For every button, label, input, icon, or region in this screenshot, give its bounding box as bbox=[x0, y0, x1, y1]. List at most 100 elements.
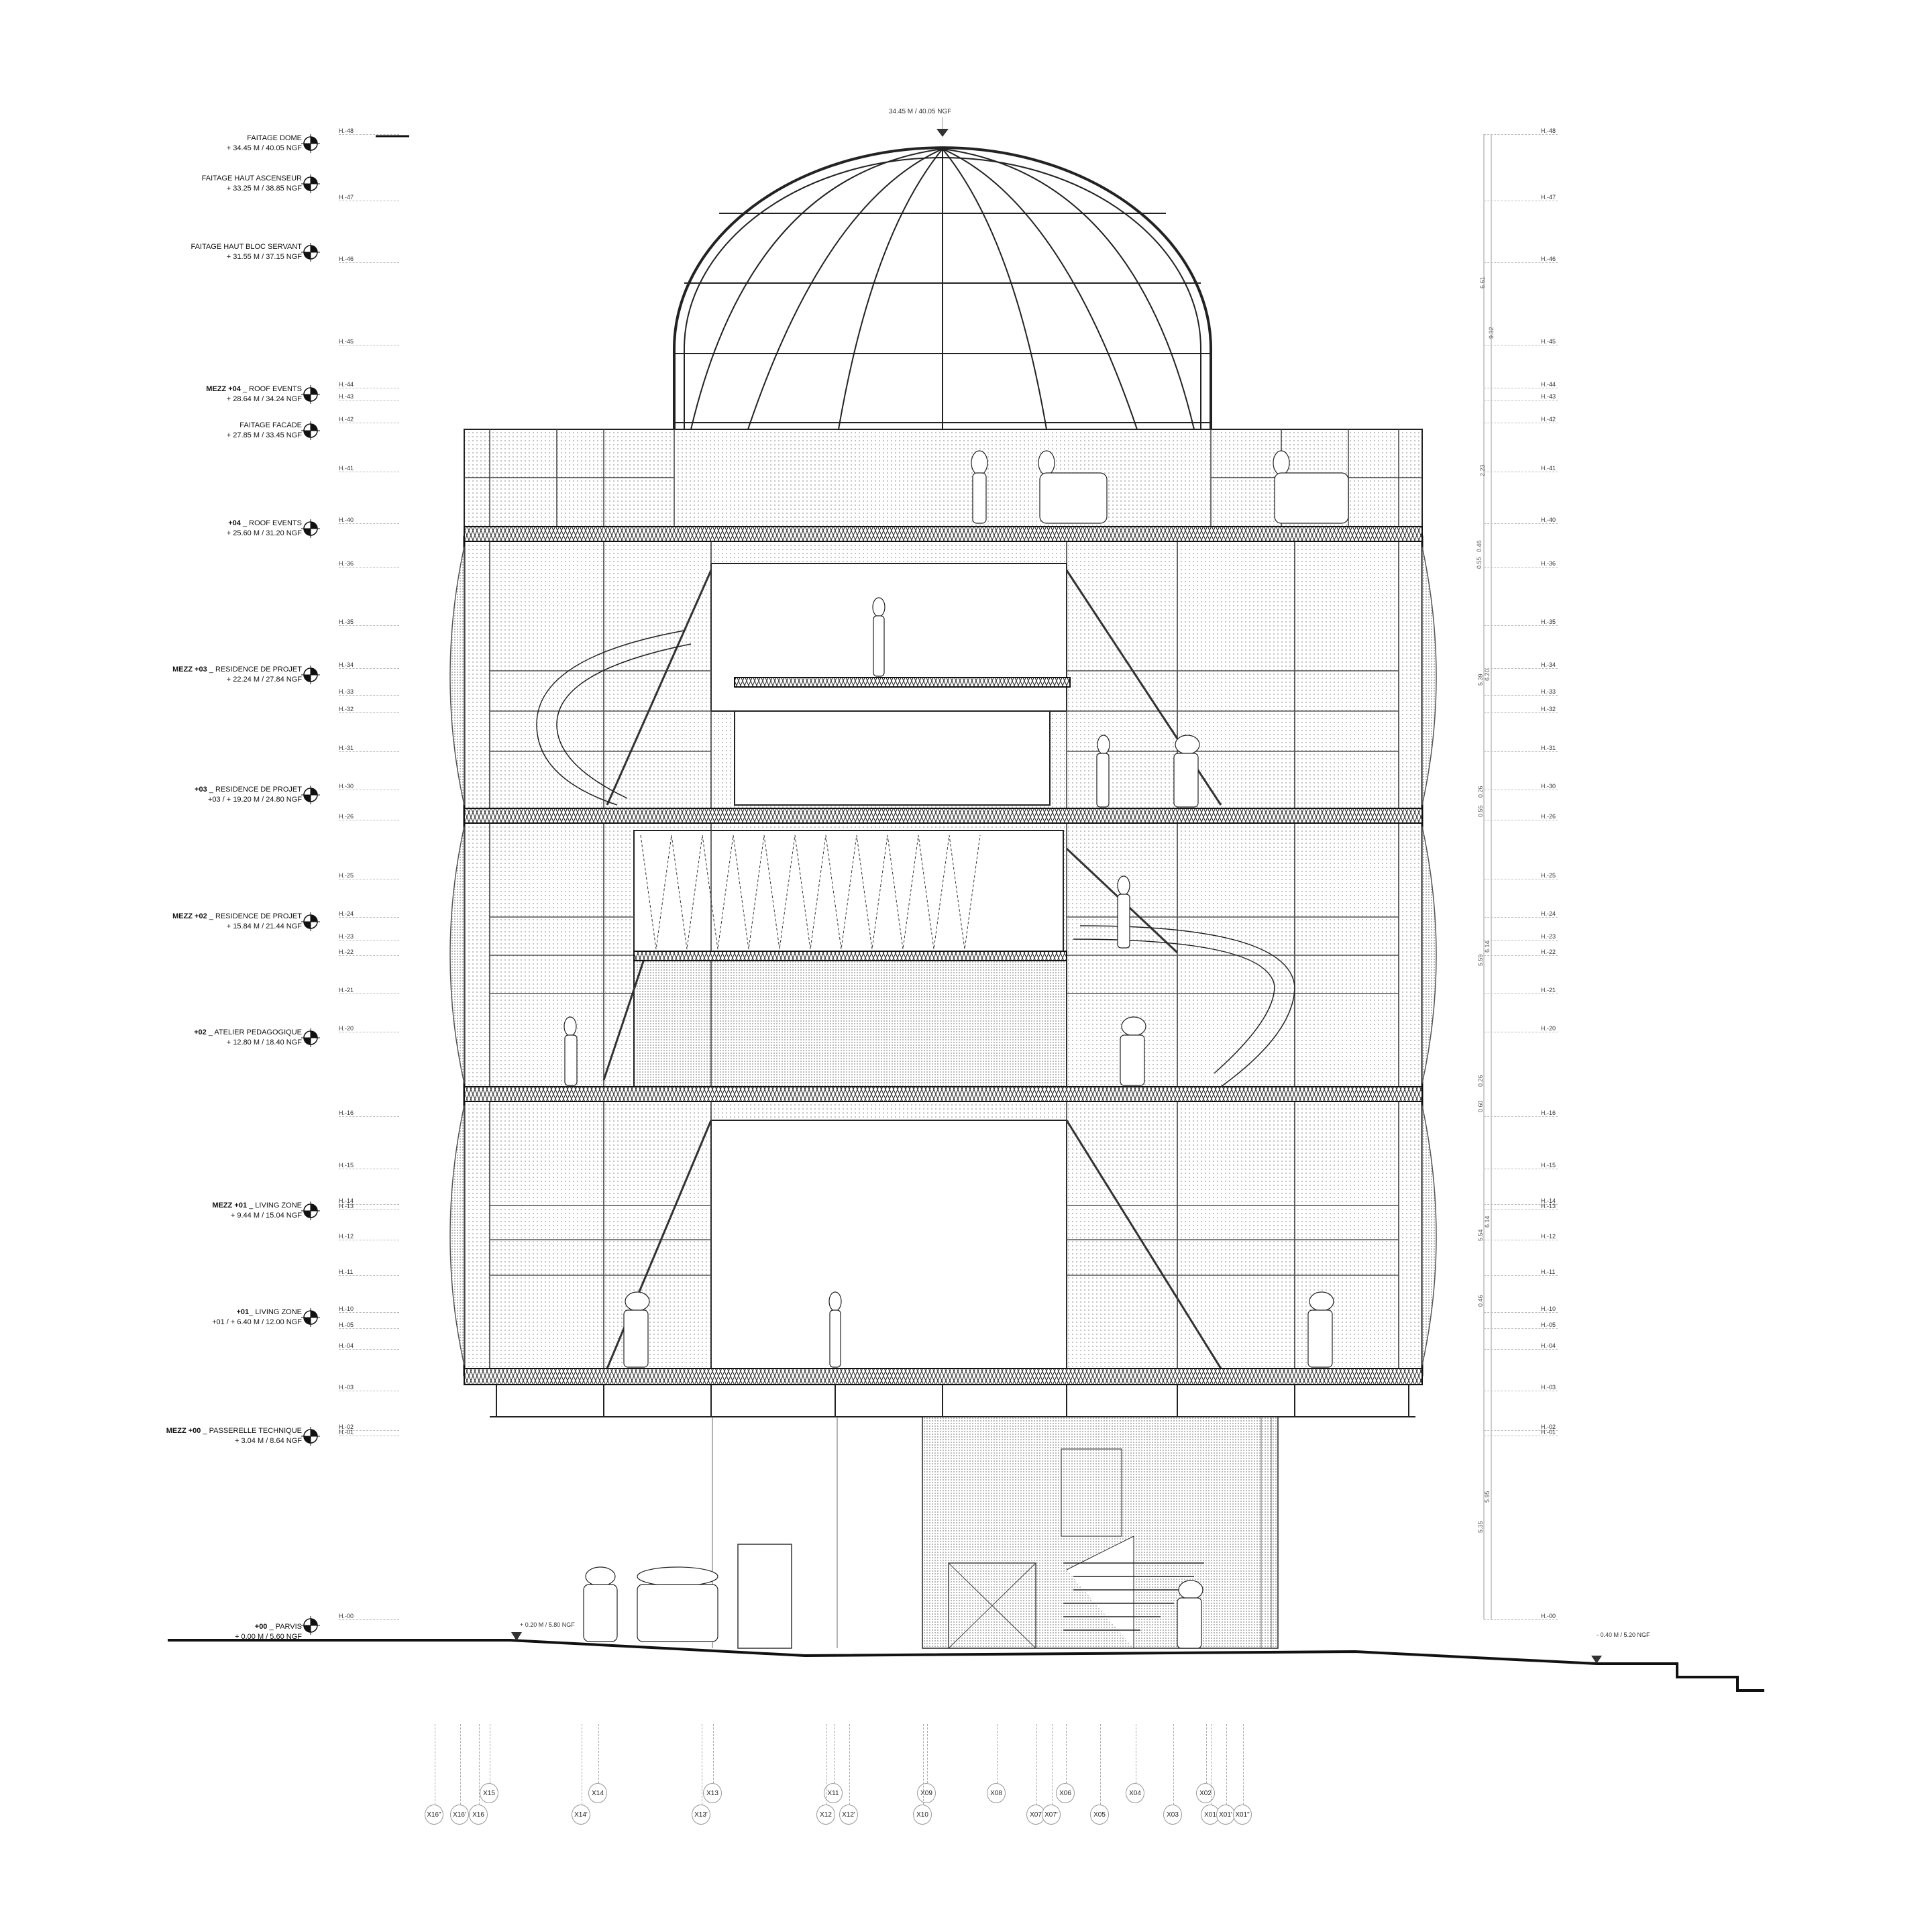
grid-axis-bubble: X12' bbox=[839, 1805, 858, 1825]
grid-axis-line bbox=[1100, 1724, 1101, 1805]
height-mark-left: H.-46 bbox=[339, 256, 354, 262]
height-mark-line bbox=[1484, 695, 1558, 696]
height-mark-left: H.-15 bbox=[339, 1162, 354, 1169]
height-mark-line bbox=[339, 1204, 399, 1205]
grid-axis-line bbox=[923, 1724, 924, 1805]
ground-left-note: + 0.20 M / 5.80 NGF bbox=[520, 1621, 575, 1628]
height-mark-right: H.-34 bbox=[1541, 661, 1556, 668]
grid-axis-line bbox=[997, 1724, 998, 1783]
height-mark-right: H.-26 bbox=[1541, 813, 1556, 820]
height-mark-right: H.-35 bbox=[1541, 619, 1556, 625]
dimension-value: 0.55 bbox=[1477, 805, 1484, 817]
height-mark-left: H.-13 bbox=[339, 1203, 354, 1210]
height-mark-right: H.-15 bbox=[1541, 1162, 1556, 1169]
level-label-faitage-ascenseur: FAITAGE HAUT ASCENSEUR + 33.25 M / 38.85… bbox=[201, 174, 302, 193]
grid-axis-bubble: X10 bbox=[913, 1805, 932, 1825]
grid-axis-line bbox=[1243, 1724, 1244, 1805]
grid-axis-line bbox=[849, 1724, 850, 1805]
height-mark-left: H.-11 bbox=[339, 1269, 354, 1275]
height-mark-left: H.-40 bbox=[339, 517, 354, 523]
level-label-faitage-bloc-servant: FAITAGE HAUT BLOC SERVANT + 31.55 M / 37… bbox=[191, 243, 302, 261]
height-mark-left: H.-42 bbox=[339, 416, 354, 423]
height-mark-line bbox=[1484, 668, 1558, 669]
height-mark-line bbox=[1484, 955, 1558, 956]
height-mark-right: H.-16 bbox=[1541, 1110, 1556, 1116]
height-mark-line bbox=[339, 567, 399, 568]
height-mark-line bbox=[339, 1430, 399, 1431]
dimension-value: 6.61 bbox=[1479, 276, 1486, 288]
height-mark-left: H.-25 bbox=[339, 872, 354, 879]
grid-axis-bubble: X16' bbox=[450, 1805, 469, 1825]
dimension-value: 5.39 bbox=[1477, 674, 1484, 686]
height-mark-right: H.-12 bbox=[1541, 1233, 1556, 1240]
height-mark-right: H.-41 bbox=[1541, 465, 1556, 472]
grid-axis-line bbox=[826, 1724, 827, 1805]
grid-axis-bubble: X16 bbox=[469, 1805, 488, 1825]
height-mark-line bbox=[339, 940, 399, 941]
grid-axis-bubble: X13 bbox=[703, 1783, 722, 1803]
height-mark-right: H.-42 bbox=[1541, 416, 1556, 423]
dimension-value: 6.20 bbox=[1484, 669, 1491, 681]
level-label-faitage-dome: FAITAGE DOME + 34.45 M / 40.05 NGF bbox=[226, 134, 302, 152]
height-mark-right: H.-21 bbox=[1541, 987, 1556, 994]
grid-axis-line bbox=[713, 1724, 714, 1783]
dimension-value: 9.32 bbox=[1488, 327, 1495, 339]
dimension-value: 5.54 bbox=[1477, 1229, 1484, 1241]
level-label-mezz-00: MEZZ +00 _ PASSERELLE TECHNIQUE + 3.04 M… bbox=[166, 1427, 302, 1445]
dimension-value: 0.55 bbox=[1476, 557, 1483, 569]
height-mark-line bbox=[339, 262, 399, 263]
height-mark-left: H.-24 bbox=[339, 910, 354, 917]
grid-axis-line bbox=[1211, 1724, 1212, 1805]
height-mark-right: H.-04 bbox=[1541, 1342, 1556, 1349]
ground-right-note: - 0.40 M / 5.20 NGF bbox=[1597, 1631, 1650, 1638]
dimension-value: 0.26 bbox=[1477, 786, 1484, 798]
grid-axis-bubble: X15 bbox=[480, 1783, 498, 1803]
height-mark-left: H.-23 bbox=[339, 933, 354, 940]
grid-axis-bubble: X13' bbox=[692, 1805, 710, 1825]
height-mark-left: H.-14 bbox=[339, 1197, 354, 1204]
height-mark-right: H.-43 bbox=[1541, 393, 1556, 400]
height-mark-line bbox=[339, 1312, 399, 1313]
grid-axis-line bbox=[460, 1724, 461, 1805]
height-mark-line bbox=[1484, 567, 1558, 568]
height-mark-left: H.-05 bbox=[339, 1322, 354, 1328]
height-mark-right: H.-45 bbox=[1541, 338, 1556, 345]
height-mark-left: H.-26 bbox=[339, 813, 354, 820]
level-label-03: +03 _ RESIDENCE DE PROJET +03 / + 19.20 … bbox=[195, 786, 302, 804]
height-mark-right: H.-33 bbox=[1541, 688, 1556, 695]
dimension-value: 5.35 bbox=[1477, 1521, 1484, 1533]
level-label-01: +01_ LIVING ZONE +01 / + 6.40 M / 12.00 … bbox=[212, 1308, 302, 1326]
height-mark-right: H.-05 bbox=[1541, 1322, 1556, 1328]
height-mark-left: H.-45 bbox=[339, 338, 354, 345]
height-mark-right: H.-00 bbox=[1541, 1613, 1556, 1619]
dimension-value: 0.46 bbox=[1476, 540, 1483, 552]
grid-axis-bubble: X06 bbox=[1056, 1783, 1075, 1803]
dome bbox=[673, 146, 1212, 430]
height-mark-right: H.-22 bbox=[1541, 949, 1556, 955]
height-mark-left: H.-48 bbox=[339, 127, 354, 134]
dome-apex-note: 34.45 M / 40.05 NGF bbox=[889, 108, 952, 115]
dimension-value: 0.60 bbox=[1477, 1100, 1484, 1112]
grid-axis-line bbox=[479, 1724, 480, 1805]
dimension-value: 2.23 bbox=[1479, 464, 1486, 476]
height-mark-line bbox=[339, 917, 399, 918]
height-mark-left: H.-02 bbox=[339, 1424, 354, 1430]
height-mark-left: H.-33 bbox=[339, 688, 354, 695]
height-mark-line bbox=[339, 1275, 399, 1276]
dimension-value: 6.14 bbox=[1484, 941, 1491, 953]
height-mark-left: H.-41 bbox=[339, 465, 354, 472]
grid-axis-line bbox=[598, 1724, 599, 1783]
dimension-value: 5.59 bbox=[1477, 954, 1484, 966]
grid-axis-line bbox=[927, 1724, 928, 1783]
dimension-value: 5.95 bbox=[1484, 1491, 1491, 1503]
height-mark-left: H.-34 bbox=[339, 661, 354, 668]
grid-axis-bubble: X01" bbox=[1233, 1805, 1252, 1825]
grid-axis-bubble: X03 bbox=[1163, 1805, 1182, 1825]
grid-axis-line bbox=[834, 1724, 835, 1783]
height-mark-right: H.-10 bbox=[1541, 1305, 1556, 1312]
height-mark-line bbox=[339, 1116, 399, 1117]
height-mark-line bbox=[339, 955, 399, 956]
level-label-02: +02 _ ATELIER PEDAGOGIQUE + 12.80 M / 18… bbox=[194, 1028, 302, 1046]
height-mark-line bbox=[1484, 940, 1558, 941]
